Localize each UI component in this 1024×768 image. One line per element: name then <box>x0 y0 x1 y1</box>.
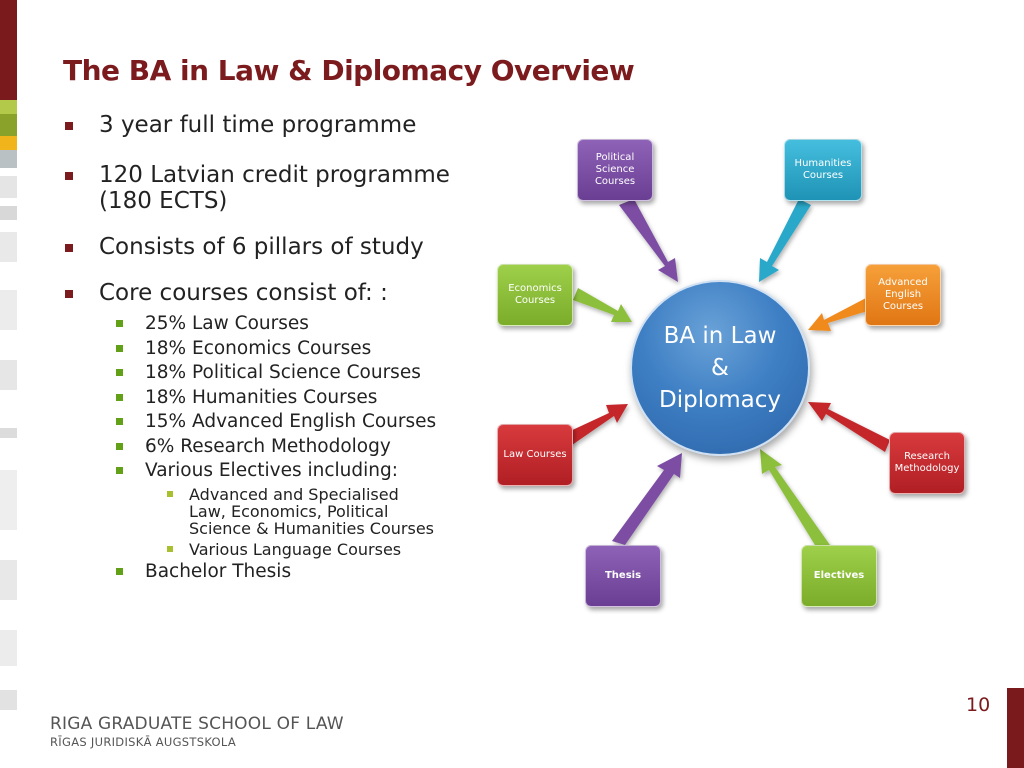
node-electives: Electives <box>801 545 877 607</box>
square-bullet-icon <box>65 244 73 252</box>
node-advanced-english: Advanced English Courses <box>865 264 941 326</box>
arrow-law <box>566 404 628 445</box>
strip-segment <box>0 206 17 220</box>
strip-segment <box>0 176 17 198</box>
right-decorative-block <box>1007 688 1024 768</box>
left-decorative-strip <box>0 0 17 768</box>
strip-segment <box>0 100 17 114</box>
square-bullet-icon <box>167 545 173 552</box>
square-bullet-icon <box>65 122 73 130</box>
square-bullet-icon <box>167 490 173 497</box>
sub-bullet-item: Various Electives including: <box>63 459 483 484</box>
sub-bullet-item: 6% Research Methodology <box>63 435 483 460</box>
sub-bullet-text: 6% Research Methodology <box>145 435 391 457</box>
strip-segment <box>0 232 17 262</box>
node-label: Humanities Courses <box>794 158 852 181</box>
square-bullet-icon <box>116 467 123 474</box>
sub-bullet-text: 18% Humanities Courses <box>145 386 378 408</box>
square-bullet-icon <box>116 393 123 401</box>
sub-bullet-item: 18% Humanities Courses <box>63 386 483 411</box>
square-bullet-icon <box>65 290 73 298</box>
arrow-humanities <box>759 199 811 282</box>
square-bullet-icon <box>116 369 123 376</box>
node-label: Research Methodology <box>894 451 960 474</box>
sub-bullet-item: 18% Political Science Courses <box>63 361 483 386</box>
arrow-economics <box>573 288 632 322</box>
sub-bullet-text: 18% Economics Courses <box>145 337 372 359</box>
node-research-methodology: Research Methodology <box>889 432 965 494</box>
arrow-electives <box>760 449 830 550</box>
bullet-item: 120 Latvian credit programme (180 ECTS) <box>63 162 483 214</box>
node-humanities: Humanities Courses <box>784 139 862 201</box>
footer-school-name: RIGA GRADUATE SCHOOL OF LAW <box>50 714 344 734</box>
square-bullet-icon <box>116 418 123 425</box>
bullet-text: 3 year full time programme <box>99 112 417 138</box>
sub-bullet-item: 18% Economics Courses <box>63 337 483 362</box>
node-economics: Economics Courses <box>497 264 573 326</box>
node-label: Electives <box>813 570 865 581</box>
page-number: 10 <box>966 694 991 716</box>
slide-title: The BA in Law & Diplomacy Overview <box>63 54 635 87</box>
sub-bullet-text: 18% Political Science Courses <box>145 362 421 383</box>
node-label: Political Science Courses <box>594 152 636 187</box>
arrow-political <box>619 199 678 282</box>
square-bullet-icon <box>116 320 123 327</box>
strip-segment <box>0 690 17 710</box>
strip-segment <box>0 136 17 150</box>
node-political-science: Political Science Courses <box>577 139 653 201</box>
square-bullet-icon <box>116 344 123 352</box>
strip-segment <box>0 428 17 438</box>
sub-bullet-text: Various Electives including: <box>145 460 398 481</box>
bullet-item: 3 year full time programme <box>63 112 483 138</box>
footer-school-name-latvian: RĪGAS JURIDISKĀ AUGSTSKOLA <box>50 735 237 749</box>
subsub-bullet-item: Advanced and Specialised Law, Economics,… <box>63 486 439 537</box>
square-bullet-icon <box>65 172 73 180</box>
strip-segment <box>0 290 17 330</box>
node-label: Economics Courses <box>508 283 562 306</box>
strip-segment <box>0 114 17 136</box>
bullet-item: Core courses consist of: : <box>63 280 483 306</box>
node-label: Advanced English Courses <box>878 277 928 312</box>
strip-segment <box>0 0 17 100</box>
sub-bullet-item: 15% Advanced English Courses <box>63 410 483 435</box>
strip-segment <box>0 150 17 168</box>
subsub-bullet-item: Various Language Courses <box>63 541 483 558</box>
strip-segment <box>0 360 17 390</box>
arrow-research <box>808 402 890 452</box>
strip-segment <box>0 560 17 600</box>
center-label: BA in Law & Diplomacy <box>659 323 781 413</box>
node-law-courses: Law Courses <box>497 424 573 486</box>
square-bullet-icon <box>116 567 123 575</box>
sub-bullet-item: 25% Law Courses <box>63 312 483 337</box>
bullet-item: Consists of 6 pillars of study <box>63 234 483 260</box>
strip-segment <box>0 470 17 530</box>
square-bullet-icon <box>116 442 123 450</box>
bullet-text: 120 Latvian credit programme (180 ECTS) <box>99 162 450 214</box>
bullet-text: Consists of 6 pillars of study <box>99 234 424 260</box>
strip-segment <box>0 630 17 666</box>
subsub-bullet-text: Various Language Courses <box>189 539 402 559</box>
sub-bullet-text: 15% Advanced English Courses <box>145 411 437 432</box>
subsub-bullet-text: Advanced and Specialised Law, Economics,… <box>189 484 434 538</box>
arrow-english <box>808 298 871 331</box>
node-thesis: Thesis <box>585 545 661 607</box>
node-label: Thesis <box>604 570 642 581</box>
arrow-thesis <box>612 453 682 545</box>
bullet-text: Core courses consist of: : <box>99 280 388 306</box>
bullet-list: 3 year full time programme 120 Latvian c… <box>63 112 483 584</box>
sub-bullet-text: Bachelor Thesis <box>145 560 292 582</box>
node-label: Law Courses <box>503 449 567 460</box>
sub-bullet-item: Bachelor Thesis <box>63 560 483 585</box>
center-circle: BA in Law & Diplomacy <box>630 280 810 456</box>
sub-bullet-text: 25% Law Courses <box>145 313 309 334</box>
